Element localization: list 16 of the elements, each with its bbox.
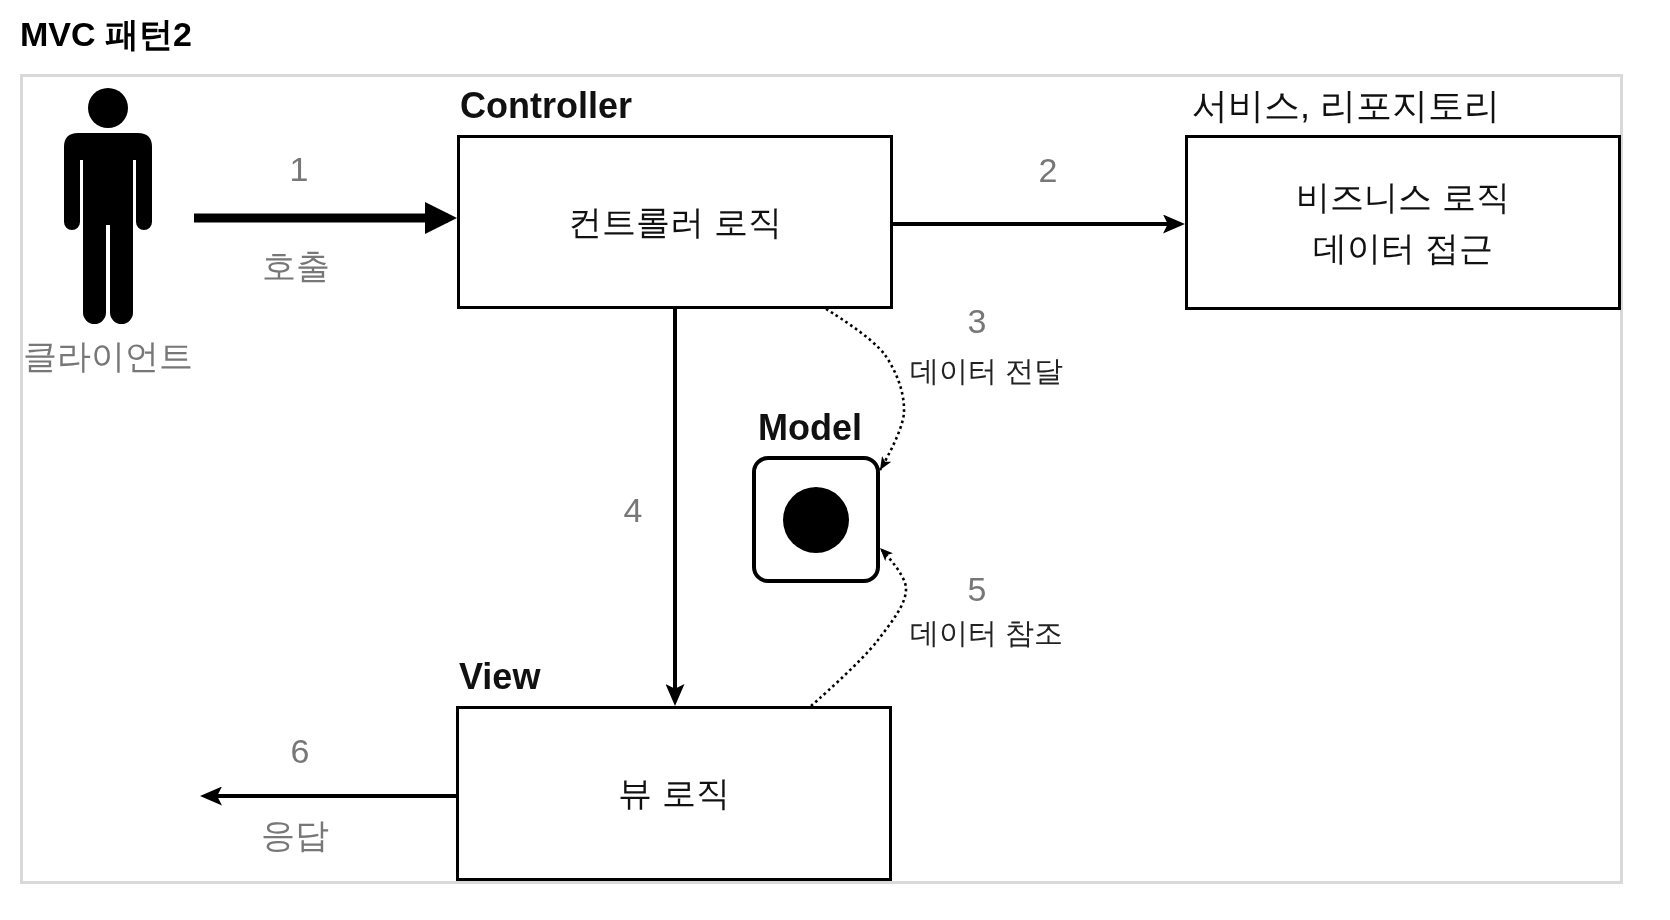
dotted-arrow: [825, 307, 906, 471]
arrow: [200, 786, 456, 806]
arrow: [194, 202, 457, 234]
arrow: [893, 214, 1185, 234]
box-heading: 서비스, 리포지토리: [1192, 84, 1500, 128]
box-text: 뷰 로직: [618, 773, 730, 815]
dotted-arrow: [810, 547, 908, 707]
box-text: 컨트롤러 로직: [568, 201, 782, 243]
box-heading: Controller: [460, 84, 632, 128]
box-heading: Model: [758, 406, 862, 450]
box-text: 비즈니스 로직: [1296, 177, 1510, 219]
arrow: [665, 309, 685, 706]
diagram-title: MVC 패턴2: [20, 14, 192, 55]
box-heading: View: [459, 655, 541, 699]
box-text: 데이터 접근: [1313, 227, 1493, 269]
actor-label: 클라이언트: [23, 336, 193, 377]
